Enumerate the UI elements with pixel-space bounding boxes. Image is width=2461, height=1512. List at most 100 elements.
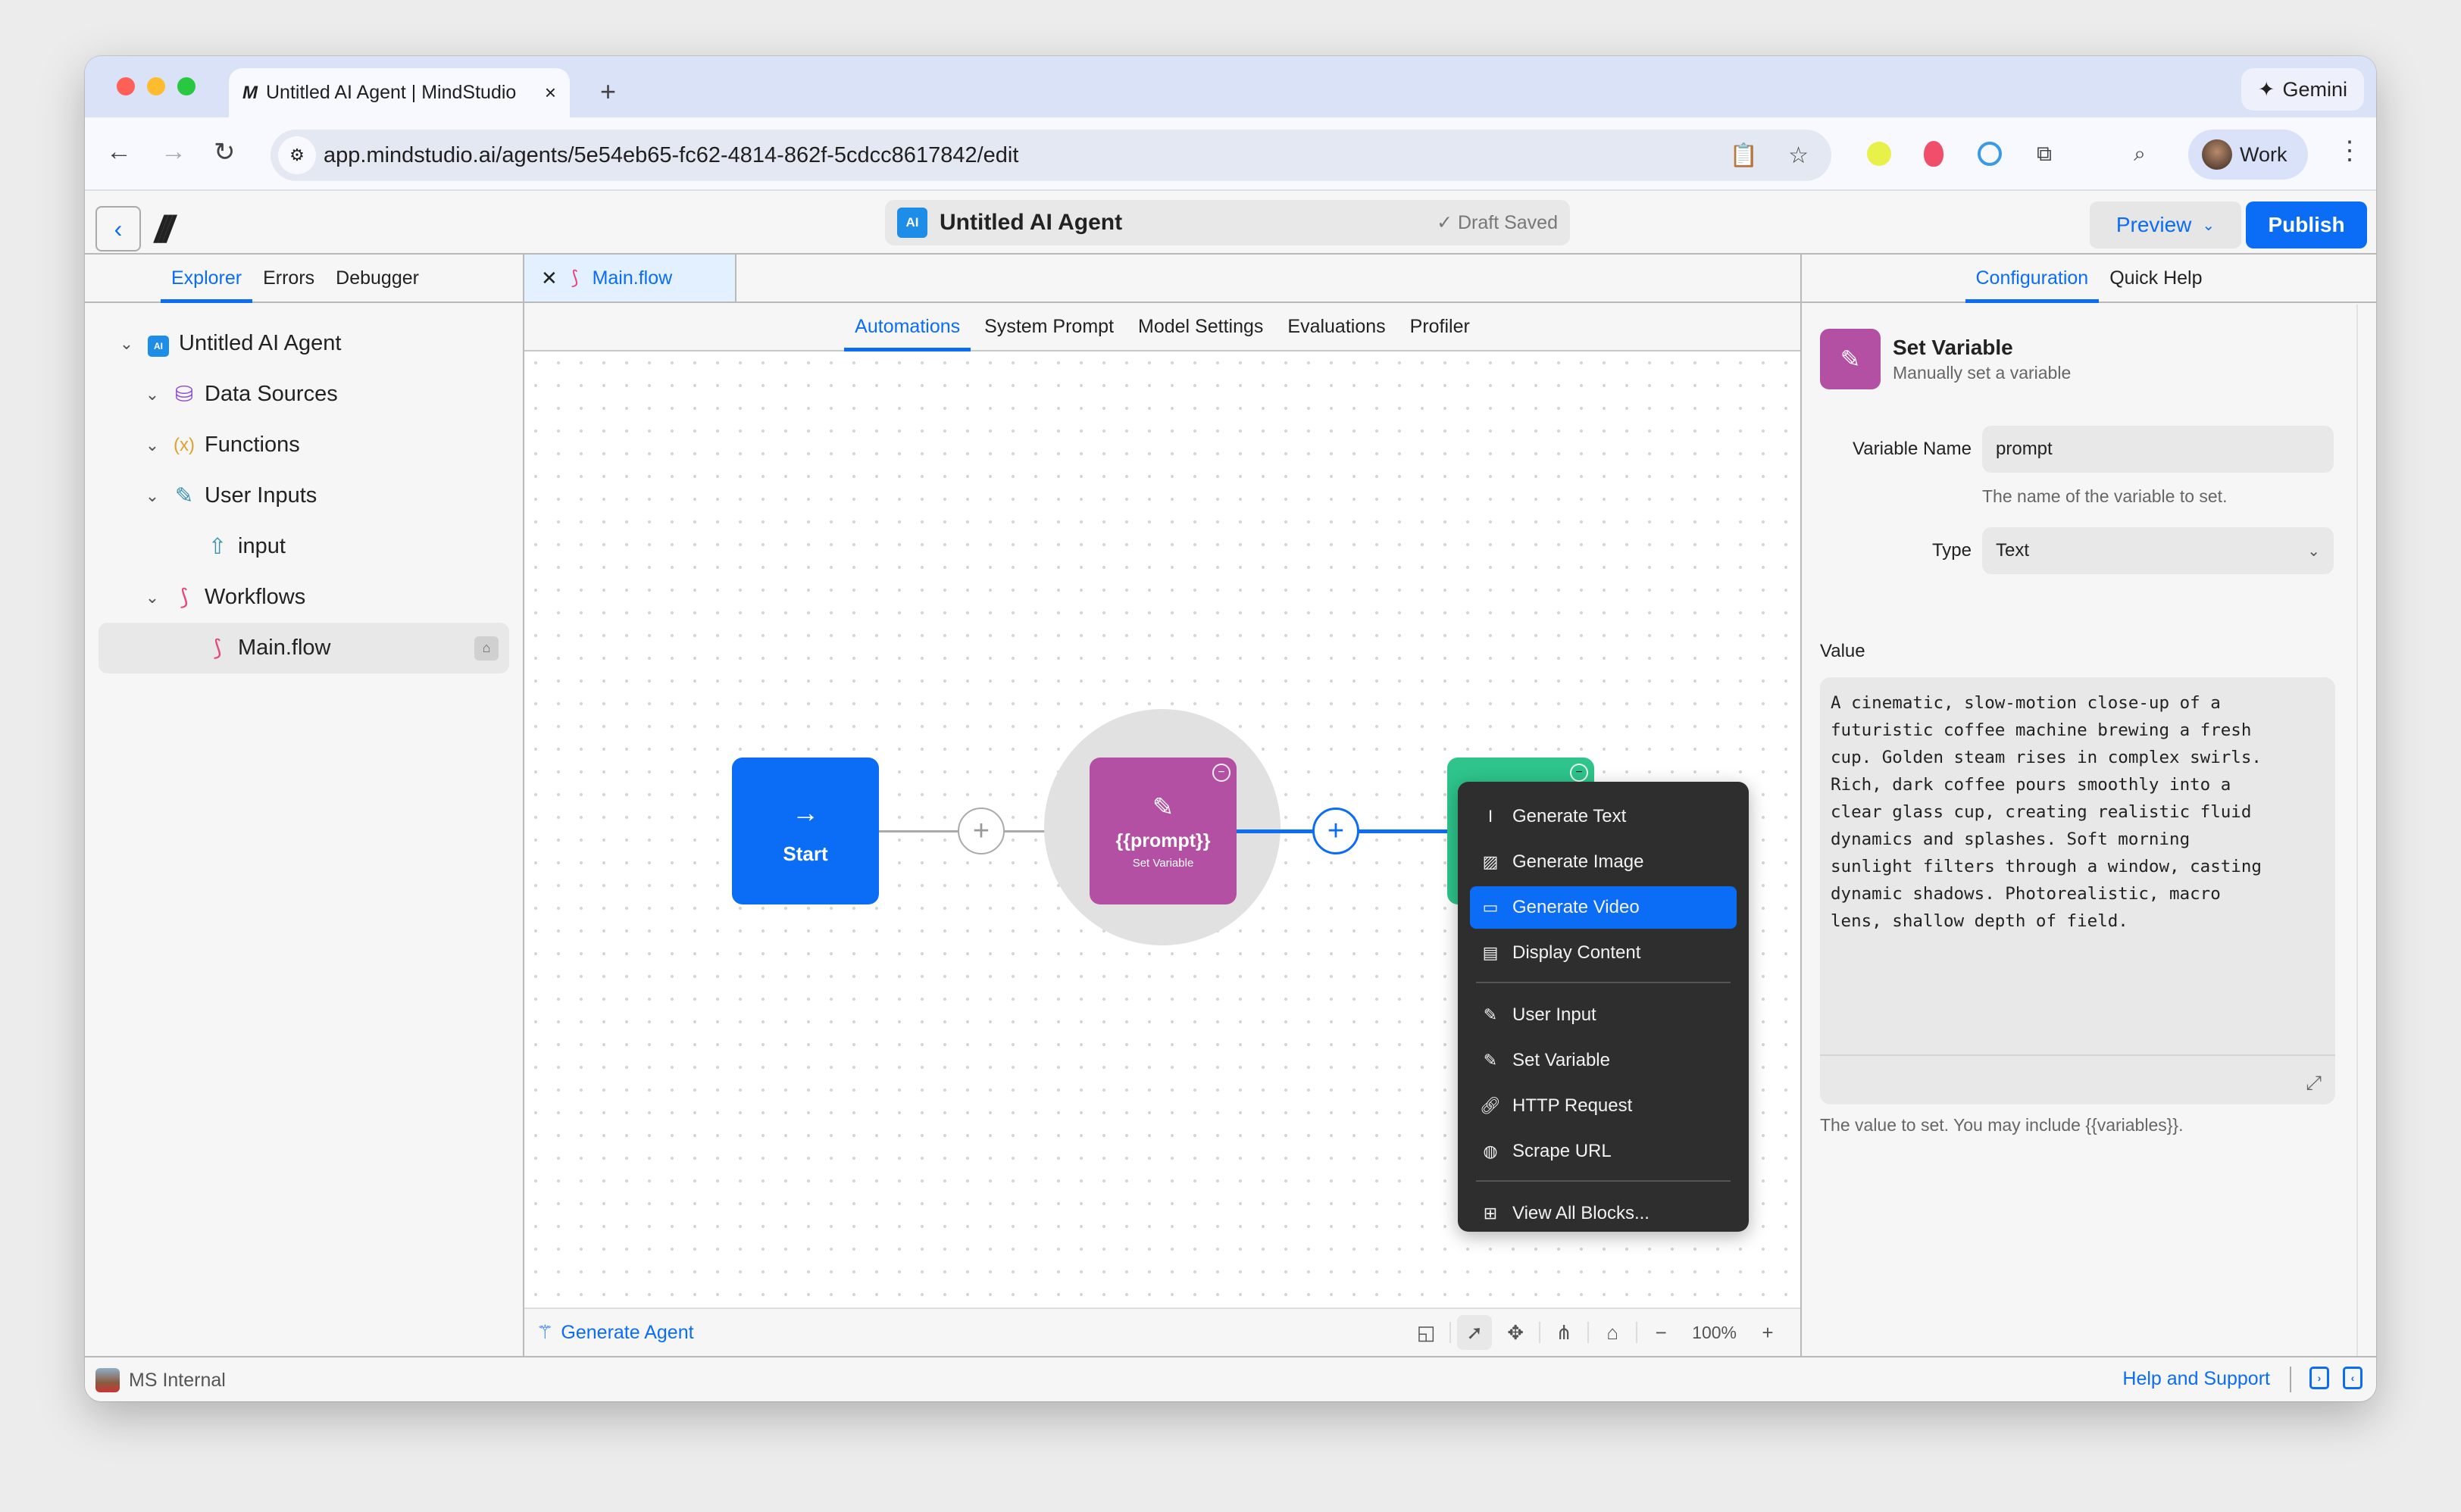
variable-name-input[interactable]: prompt (1982, 426, 2334, 473)
tab-errors[interactable]: Errors (263, 267, 315, 289)
address-bar[interactable]: ⚙ app.mindstudio.ai/agents/5e54eb65-fc62… (270, 130, 1831, 181)
close-tab-icon[interactable]: × (544, 81, 556, 104)
extension-yellow-icon[interactable] (1864, 134, 1894, 173)
preview-button[interactable]: Preview ⌄ (2090, 201, 2241, 248)
expand-icon[interactable]: ⤢ (2306, 1071, 2322, 1094)
chevron-down-icon[interactable]: ⌄ (119, 333, 134, 353)
tab-search-icon[interactable]: ⌕ (2134, 141, 2146, 165)
home-icon[interactable]: ⌂ (1606, 1320, 1619, 1344)
reload-icon[interactable]: ↻ (214, 138, 236, 167)
chevron-down-icon[interactable]: ⌄ (145, 384, 160, 404)
tab-configuration[interactable]: Configuration (1965, 267, 2100, 303)
variable-name-label: Variable Name (1853, 439, 1972, 459)
value-text[interactable]: A cinematic, slow-motion close-up of a f… (1831, 693, 2262, 931)
pan-move-icon[interactable]: ✥ (1507, 1320, 1524, 1344)
extension-strawberry-icon[interactable] (1918, 134, 1949, 173)
status-divider (2290, 1367, 2291, 1392)
chevron-down-icon[interactable]: ⌄ (145, 486, 160, 505)
gemini-button[interactable]: ✦ Gemini (2241, 68, 2364, 111)
home-icon[interactable]: ⌂ (474, 636, 499, 661)
workspace-switcher[interactable]: MS Internal (95, 1368, 226, 1392)
back-button[interactable]: ‹ (95, 206, 141, 251)
extension-password-icon[interactable] (1975, 134, 2005, 173)
chevron-down-icon[interactable]: ⌄ (145, 587, 160, 607)
toolbar-divider (1539, 1322, 1541, 1343)
start-node[interactable]: → Start (732, 758, 879, 904)
maximize-window-button[interactable] (177, 77, 195, 95)
image-icon: ▨ (1482, 852, 1499, 871)
tab-debugger[interactable]: Debugger (336, 267, 419, 289)
tab-evaluations[interactable]: Evaluations (1287, 316, 1386, 337)
generate-agent-button[interactable]: ⚚ Generate Agent (536, 1321, 694, 1344)
variable-name-hint: The name of the variable to set. (1982, 486, 2228, 506)
menu-item-generate-video[interactable]: ▭Generate Video (1470, 886, 1737, 929)
menu-item-user-input[interactable]: ✎User Input (1470, 994, 1737, 1036)
remove-node-icon[interactable]: − (1212, 764, 1230, 782)
gemini-sparkle-icon: ✦ (2257, 77, 2275, 101)
value-editor[interactable]: A cinematic, slow-motion close-up of a f… (1820, 677, 2335, 1104)
editor-divider (1820, 1054, 2335, 1056)
menu-item-set-variable[interactable]: ✎Set Variable (1470, 1039, 1737, 1082)
type-select[interactable]: Text ⌄ (1982, 527, 2334, 574)
tab-model-settings[interactable]: Model Settings (1138, 316, 1264, 337)
menu-item-view-all-blocks[interactable]: ⊞View All Blocks... (1470, 1192, 1737, 1235)
zoom-out-icon[interactable]: − (1655, 1320, 1667, 1344)
minimize-window-button[interactable] (147, 77, 165, 95)
tree-item-input[interactable]: ⇧ input (85, 521, 523, 572)
pointer-tool-icon[interactable]: ➚ (1457, 1315, 1493, 1350)
zoom-in-icon[interactable]: + (1762, 1320, 1774, 1344)
tree-item-agent[interactable]: ⌄ AI Untitled AI Agent (85, 318, 523, 369)
tab-explorer[interactable]: Explorer (161, 267, 253, 303)
globe-icon: ◍ (1483, 1142, 1498, 1161)
browser-menu-icon[interactable]: ⋮ (2337, 136, 2362, 165)
tab-system-prompt[interactable]: System Prompt (984, 316, 1115, 337)
left-panel-tabs: Explorer Errors Debugger (85, 255, 523, 303)
back-arrow-icon[interactable]: ← (106, 137, 132, 166)
tree-label: Workflows (205, 585, 306, 609)
extensions-puzzle-icon[interactable]: ⧉ (2037, 141, 2052, 165)
text-cursor-icon: I (1487, 807, 1493, 826)
flow-canvas[interactable]: → Start + − ✎ {{prompt}} Set Variable + … (524, 351, 1800, 1307)
remove-node-icon[interactable]: − (1570, 764, 1588, 782)
auto-layout-icon[interactable]: ⋔ (1556, 1320, 1573, 1344)
tree-label: Main.flow (238, 636, 331, 660)
add-block-button[interactable]: + (958, 808, 1005, 854)
close-window-button[interactable] (117, 77, 135, 95)
forward-arrow-icon[interactable]: → (161, 137, 186, 166)
sticky-note-icon[interactable]: ◱ (1416, 1320, 1436, 1344)
publish-button[interactable]: Publish (2246, 201, 2367, 248)
chevron-down-icon[interactable]: ⌄ (145, 435, 160, 455)
menu-item-http-request[interactable]: 🔗︎HTTP Request (1470, 1085, 1737, 1127)
agent-title-pill[interactable]: AI Untitled AI Agent ✓ Draft Saved (885, 200, 1570, 245)
close-icon[interactable]: ✕ (541, 266, 558, 289)
tree-item-data-sources[interactable]: ⌄ ⛁ Data Sources (85, 369, 523, 420)
new-tab-button[interactable]: + (600, 76, 617, 107)
help-and-support-link[interactable]: Help and Support (2122, 1368, 2270, 1389)
clipboard-icon[interactable]: 📋 (1729, 142, 1759, 168)
toggle-left-panel-icon[interactable]: › (2309, 1367, 2329, 1389)
tree-item-user-inputs[interactable]: ⌄ ✎ User Inputs (85, 470, 523, 521)
set-variable-node[interactable]: − ✎ {{prompt}} Set Variable (1090, 758, 1237, 904)
profile-button[interactable]: Work (2188, 130, 2308, 180)
node-type-label: Set Variable (1132, 857, 1194, 870)
tab-profiler[interactable]: Profiler (1409, 316, 1470, 337)
tab-quick-help[interactable]: Quick Help (2109, 267, 2203, 289)
add-block-button-active[interactable]: + (1312, 808, 1359, 854)
tree-item-main-flow[interactable]: ⟆ Main.flow ⌂ (99, 623, 509, 673)
site-info-icon[interactable]: ⚙ (278, 136, 316, 174)
file-tab-main-flow[interactable]: ✕ ⟆ Main.flow (524, 255, 736, 303)
tree-item-workflows[interactable]: ⌄ ⟆ Workflows (85, 572, 523, 623)
menu-item-scrape-url[interactable]: ◍Scrape URL (1470, 1130, 1737, 1173)
workspace-avatar (95, 1368, 120, 1392)
browser-tab-active[interactable]: M Untitled AI Agent | MindStudio × (229, 68, 570, 117)
tab-automations[interactable]: Automations (844, 316, 971, 351)
panel-scrollbar[interactable] (2356, 305, 2358, 1356)
url-text[interactable]: app.mindstudio.ai/agents/5e54eb65-fc62-4… (324, 142, 1019, 167)
block-title: Set Variable (1893, 335, 2013, 359)
menu-item-display-content[interactable]: ▤Display Content (1470, 932, 1737, 974)
menu-item-generate-image[interactable]: ▨Generate Image (1470, 841, 1737, 883)
bookmark-star-icon[interactable]: ☆ (1788, 142, 1809, 168)
tree-item-functions[interactable]: ⌄ (x) Functions (85, 420, 523, 470)
toggle-right-panel-icon[interactable]: ‹ (2343, 1367, 2362, 1389)
